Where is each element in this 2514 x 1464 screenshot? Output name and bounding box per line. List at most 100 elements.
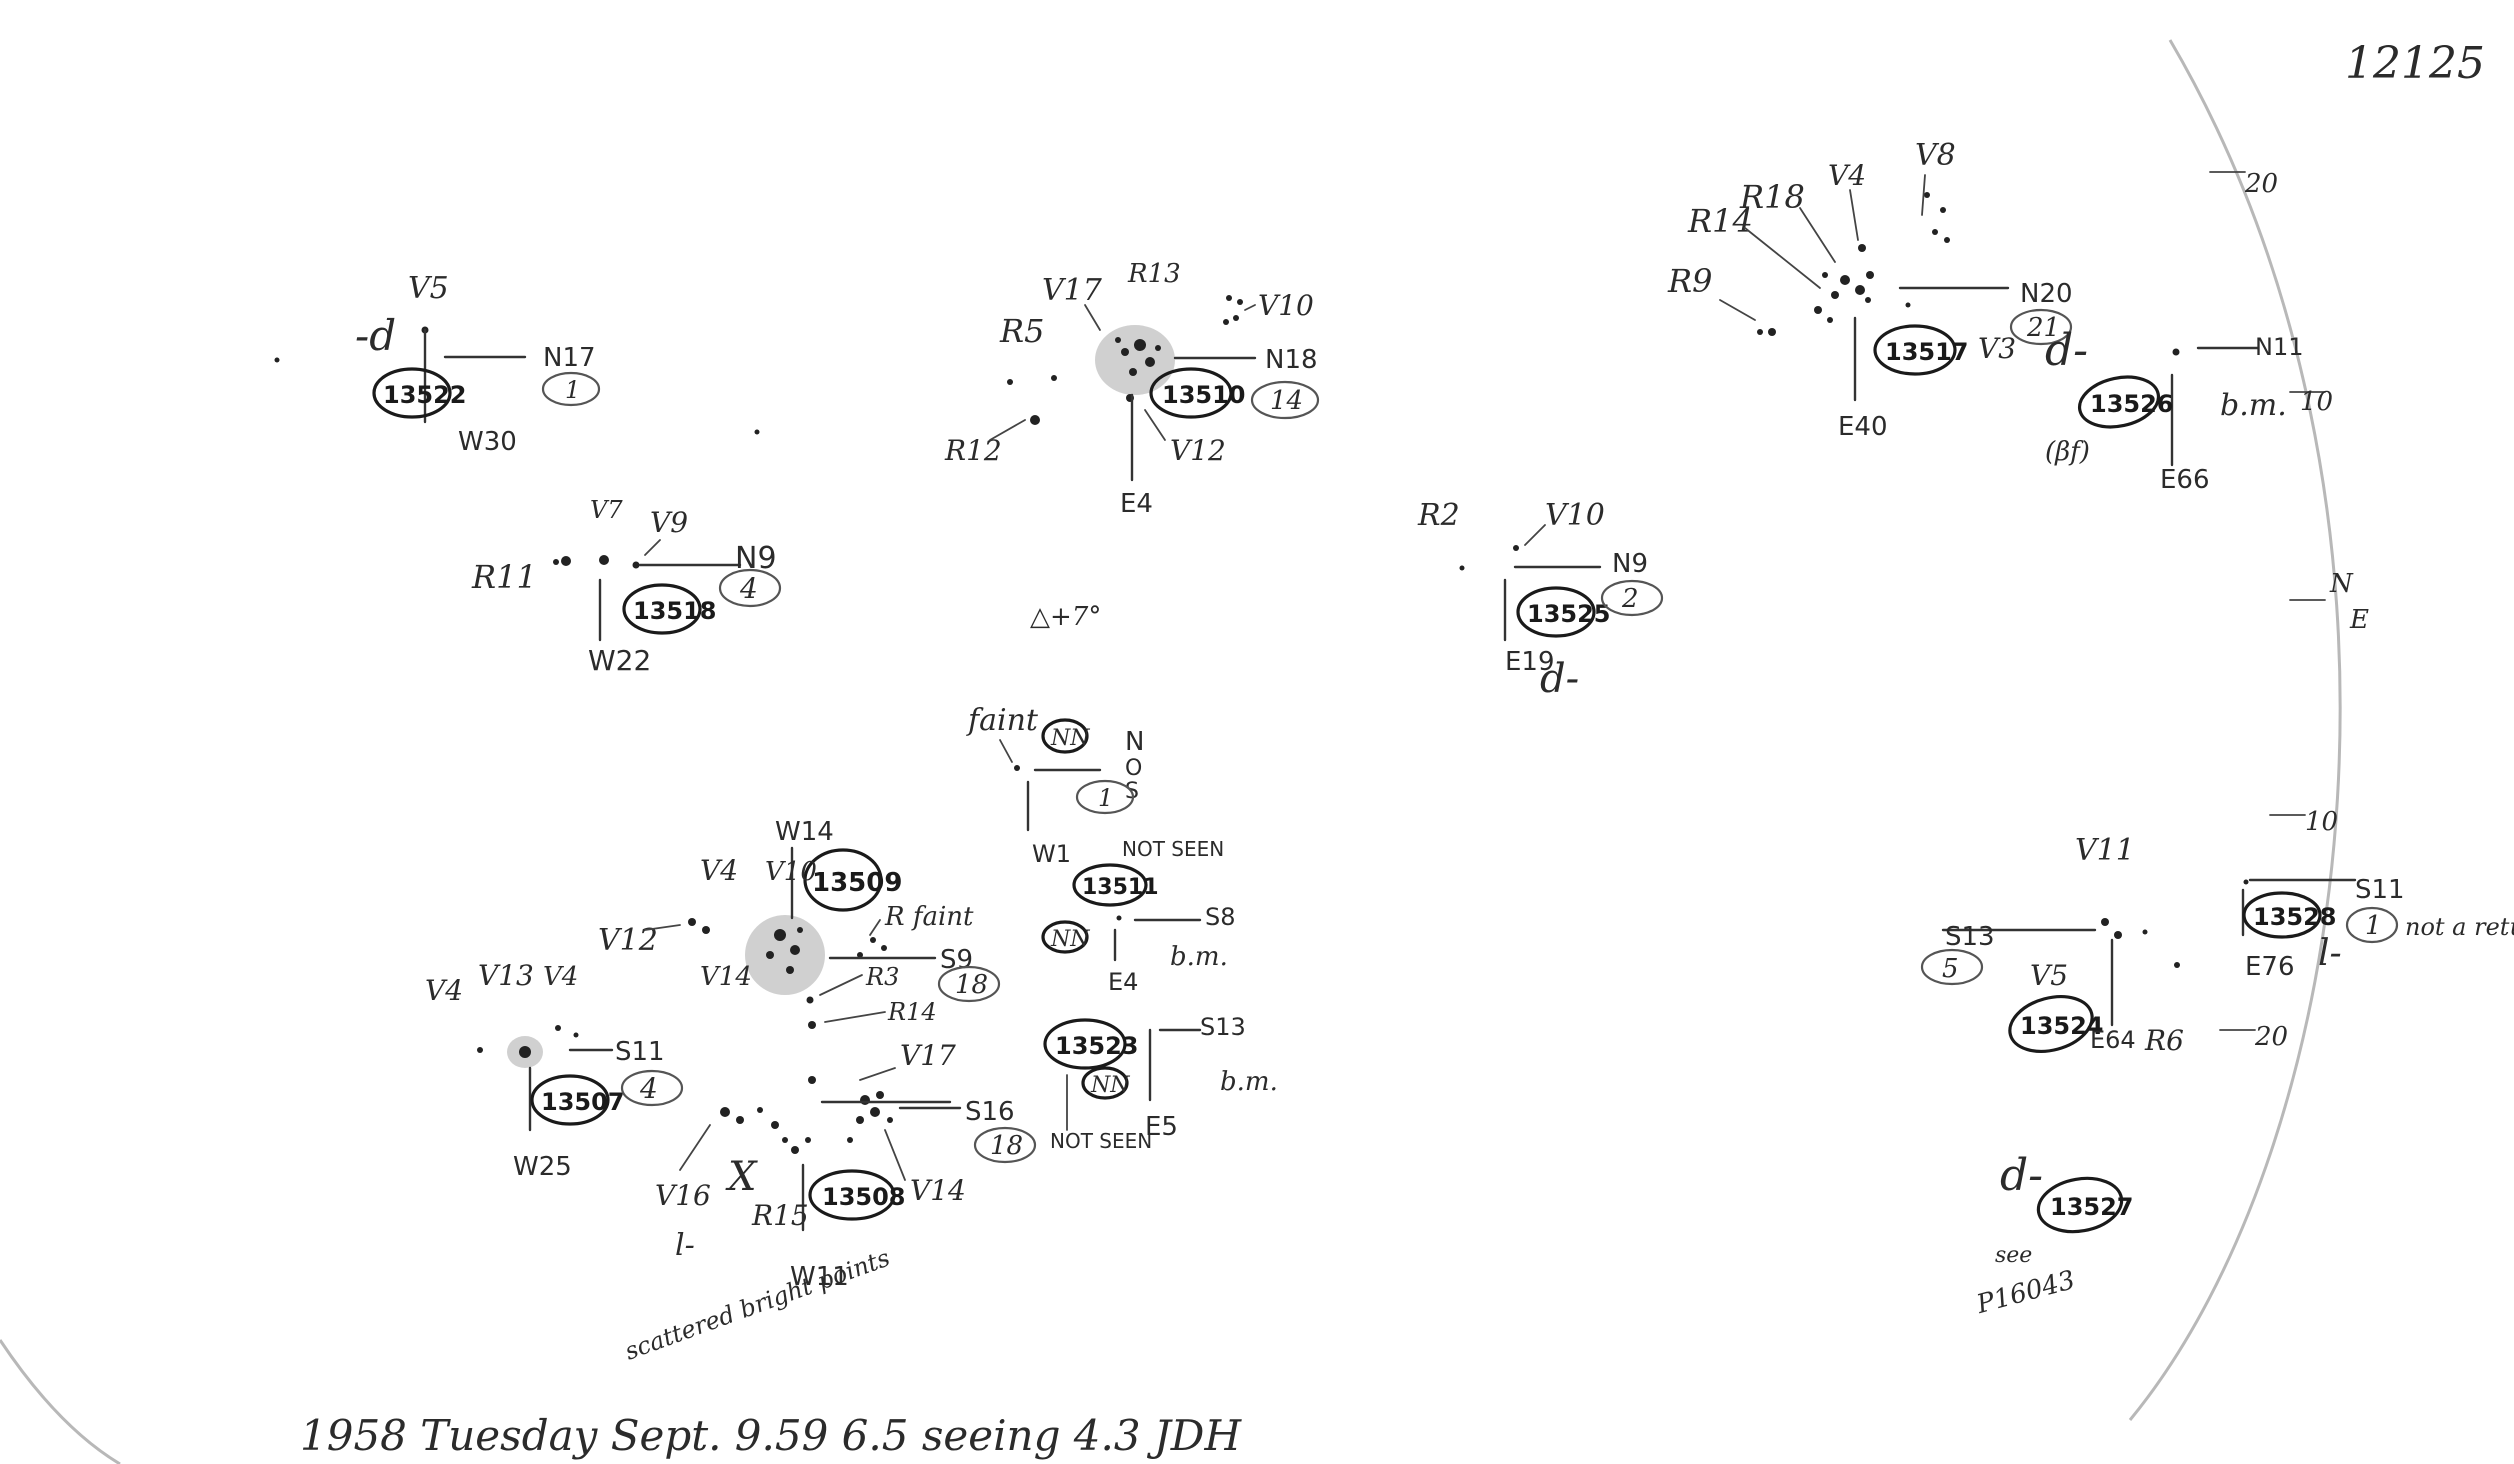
- coord-n: N17: [543, 343, 596, 373]
- coord-ew: E19: [1505, 647, 1555, 677]
- limb-mark-e: E: [2349, 605, 2369, 635]
- label: V4: [425, 974, 463, 1007]
- group-13511: NOT SEEN 13511 NN S8 b.m. E4: [1041, 837, 1236, 996]
- group-13527: d- 13527 see P16043: [1973, 1150, 2134, 1320]
- label: R2: [1417, 498, 1460, 533]
- extra: b.m.: [1220, 1067, 1278, 1097]
- limb-mark-10-south: 10: [2305, 807, 2338, 837]
- label: V13: [478, 959, 534, 992]
- label: V4: [543, 962, 578, 992]
- coord-ew: E4: [1120, 489, 1153, 519]
- spot-count: 4: [739, 572, 758, 605]
- label: V7: [590, 496, 623, 524]
- extra: see: [1995, 1243, 2032, 1268]
- coord-ew: W11: [790, 1262, 849, 1292]
- extra: O: [1125, 756, 1142, 781]
- coord-n: N20: [2020, 279, 2073, 309]
- limb-mark-10-north: 10: [2300, 387, 2333, 417]
- group-number: 13517: [1885, 338, 1969, 366]
- group-number: 13528: [2253, 903, 2337, 931]
- extra: b.m.: [1170, 942, 1228, 972]
- note: NOT SEEN: [1050, 1129, 1152, 1153]
- extra: NN: [1050, 726, 1090, 751]
- label: R15: [751, 1199, 809, 1232]
- label: R faint: [884, 902, 974, 932]
- group-number: 13526: [2090, 390, 2174, 418]
- coord-n: N9: [1612, 549, 1648, 579]
- group-number: 13524: [2020, 1012, 2104, 1040]
- spot-count: 1: [565, 376, 580, 404]
- coord-n: S9: [940, 945, 973, 975]
- spot-count: 21: [2026, 313, 2060, 343]
- coord-n: S11: [615, 1037, 665, 1067]
- label: V16: [655, 1179, 711, 1212]
- group-13524: V11 S13 5 V5 13524 E64 R6: [1920, 833, 2184, 1057]
- label: V10: [1545, 498, 1605, 533]
- label: R9: [1667, 262, 1712, 300]
- group-13525: R2 V10 13525 N9 2 E19 d-: [1417, 498, 1664, 702]
- group-number: 13510: [1162, 381, 1246, 409]
- label: V10: [1258, 289, 1314, 322]
- label: R5: [999, 312, 1044, 350]
- label: V10: [765, 857, 817, 887]
- label: V3: [1978, 332, 2016, 365]
- group-number: 13523: [1055, 1032, 1139, 1060]
- extra: (βf): [2045, 437, 2090, 467]
- extra: not a return: [2405, 913, 2514, 941]
- spot-count: 14: [1270, 386, 1303, 416]
- spot-count: 5: [1942, 954, 1959, 984]
- coord-ew: E64: [2090, 1026, 2136, 1054]
- label: V9: [650, 506, 688, 539]
- label: R6: [2144, 1024, 2184, 1057]
- label: R18: [1739, 178, 1805, 216]
- group-13522: -d V5 13522 N17 1 W30: [355, 271, 601, 457]
- group-number: 13525: [1527, 600, 1611, 628]
- group-13507: V4 V13 V4 S11 13507 4 W25: [425, 959, 684, 1182]
- coord-ew: W1: [1032, 840, 1071, 868]
- label: V4: [1828, 159, 1866, 192]
- group-13508: V17 S16 18 13508 V16 X R15 V14 l- scatte…: [621, 1039, 1037, 1366]
- label: R3: [865, 963, 899, 991]
- label: X: [725, 1154, 758, 1200]
- coord-ew: W22: [588, 644, 651, 677]
- coord-ew: W25: [513, 1152, 572, 1182]
- spot-count: 2: [1621, 584, 1639, 614]
- coord-n: N11: [2255, 333, 2304, 361]
- limb-mark-20-south: 20: [2254, 1022, 2288, 1052]
- extra: b.m.: [2220, 388, 2287, 423]
- coord-n: S11: [2355, 875, 2405, 905]
- coord-n: N18: [1265, 345, 1318, 375]
- coord-n: S16: [965, 1097, 1015, 1127]
- label: V12: [1170, 434, 1226, 467]
- sheet-id: 12125: [2345, 38, 2485, 89]
- group-faint-w1: faint NN N O S 1 W1: [966, 703, 1144, 868]
- extra: NN: [1090, 1073, 1130, 1098]
- note: d-: [2045, 325, 2088, 376]
- solar-limb: [2128, 39, 2342, 1421]
- note: NOT SEEN: [1122, 837, 1224, 861]
- group-13526: d- 13526 N11 (βf) b.m. E66: [2045, 325, 2304, 495]
- coord-ew: E4: [1108, 968, 1138, 996]
- group-number: 13527: [2050, 1193, 2134, 1221]
- coord-ew: E5: [1145, 1112, 1178, 1142]
- note: -d: [355, 311, 396, 360]
- label: V8: [1915, 138, 1956, 173]
- group-13523: 13523 NN S13 b.m. NOT SEEN E5: [1043, 1013, 1278, 1153]
- group-13510: V17 R13 V10 R5 R12 V12 13510 N18 14 E4: [944, 259, 1320, 519]
- extra: N: [1125, 727, 1144, 757]
- coord-n: S13: [1945, 922, 1995, 952]
- label: V17: [900, 1039, 956, 1072]
- group-number: 13509: [812, 868, 902, 898]
- label: V17: [1042, 273, 1103, 308]
- group-number: 13511: [1082, 875, 1159, 900]
- label: V11: [2075, 833, 2135, 868]
- spot-count: 1: [1098, 784, 1113, 812]
- footer-note: 1958 Tuesday Sept. 9.59 6.5 seeing 4.3 J…: [300, 1411, 1242, 1460]
- group-13518: R11 V7 V9 13518 N9 4 W22: [471, 496, 782, 677]
- label: V14: [910, 1174, 966, 1207]
- extra: P16043: [1973, 1265, 2079, 1320]
- spot-count: 18: [955, 970, 988, 1000]
- spot-count: 4: [639, 1072, 658, 1105]
- coord-n: S13: [1200, 1013, 1246, 1041]
